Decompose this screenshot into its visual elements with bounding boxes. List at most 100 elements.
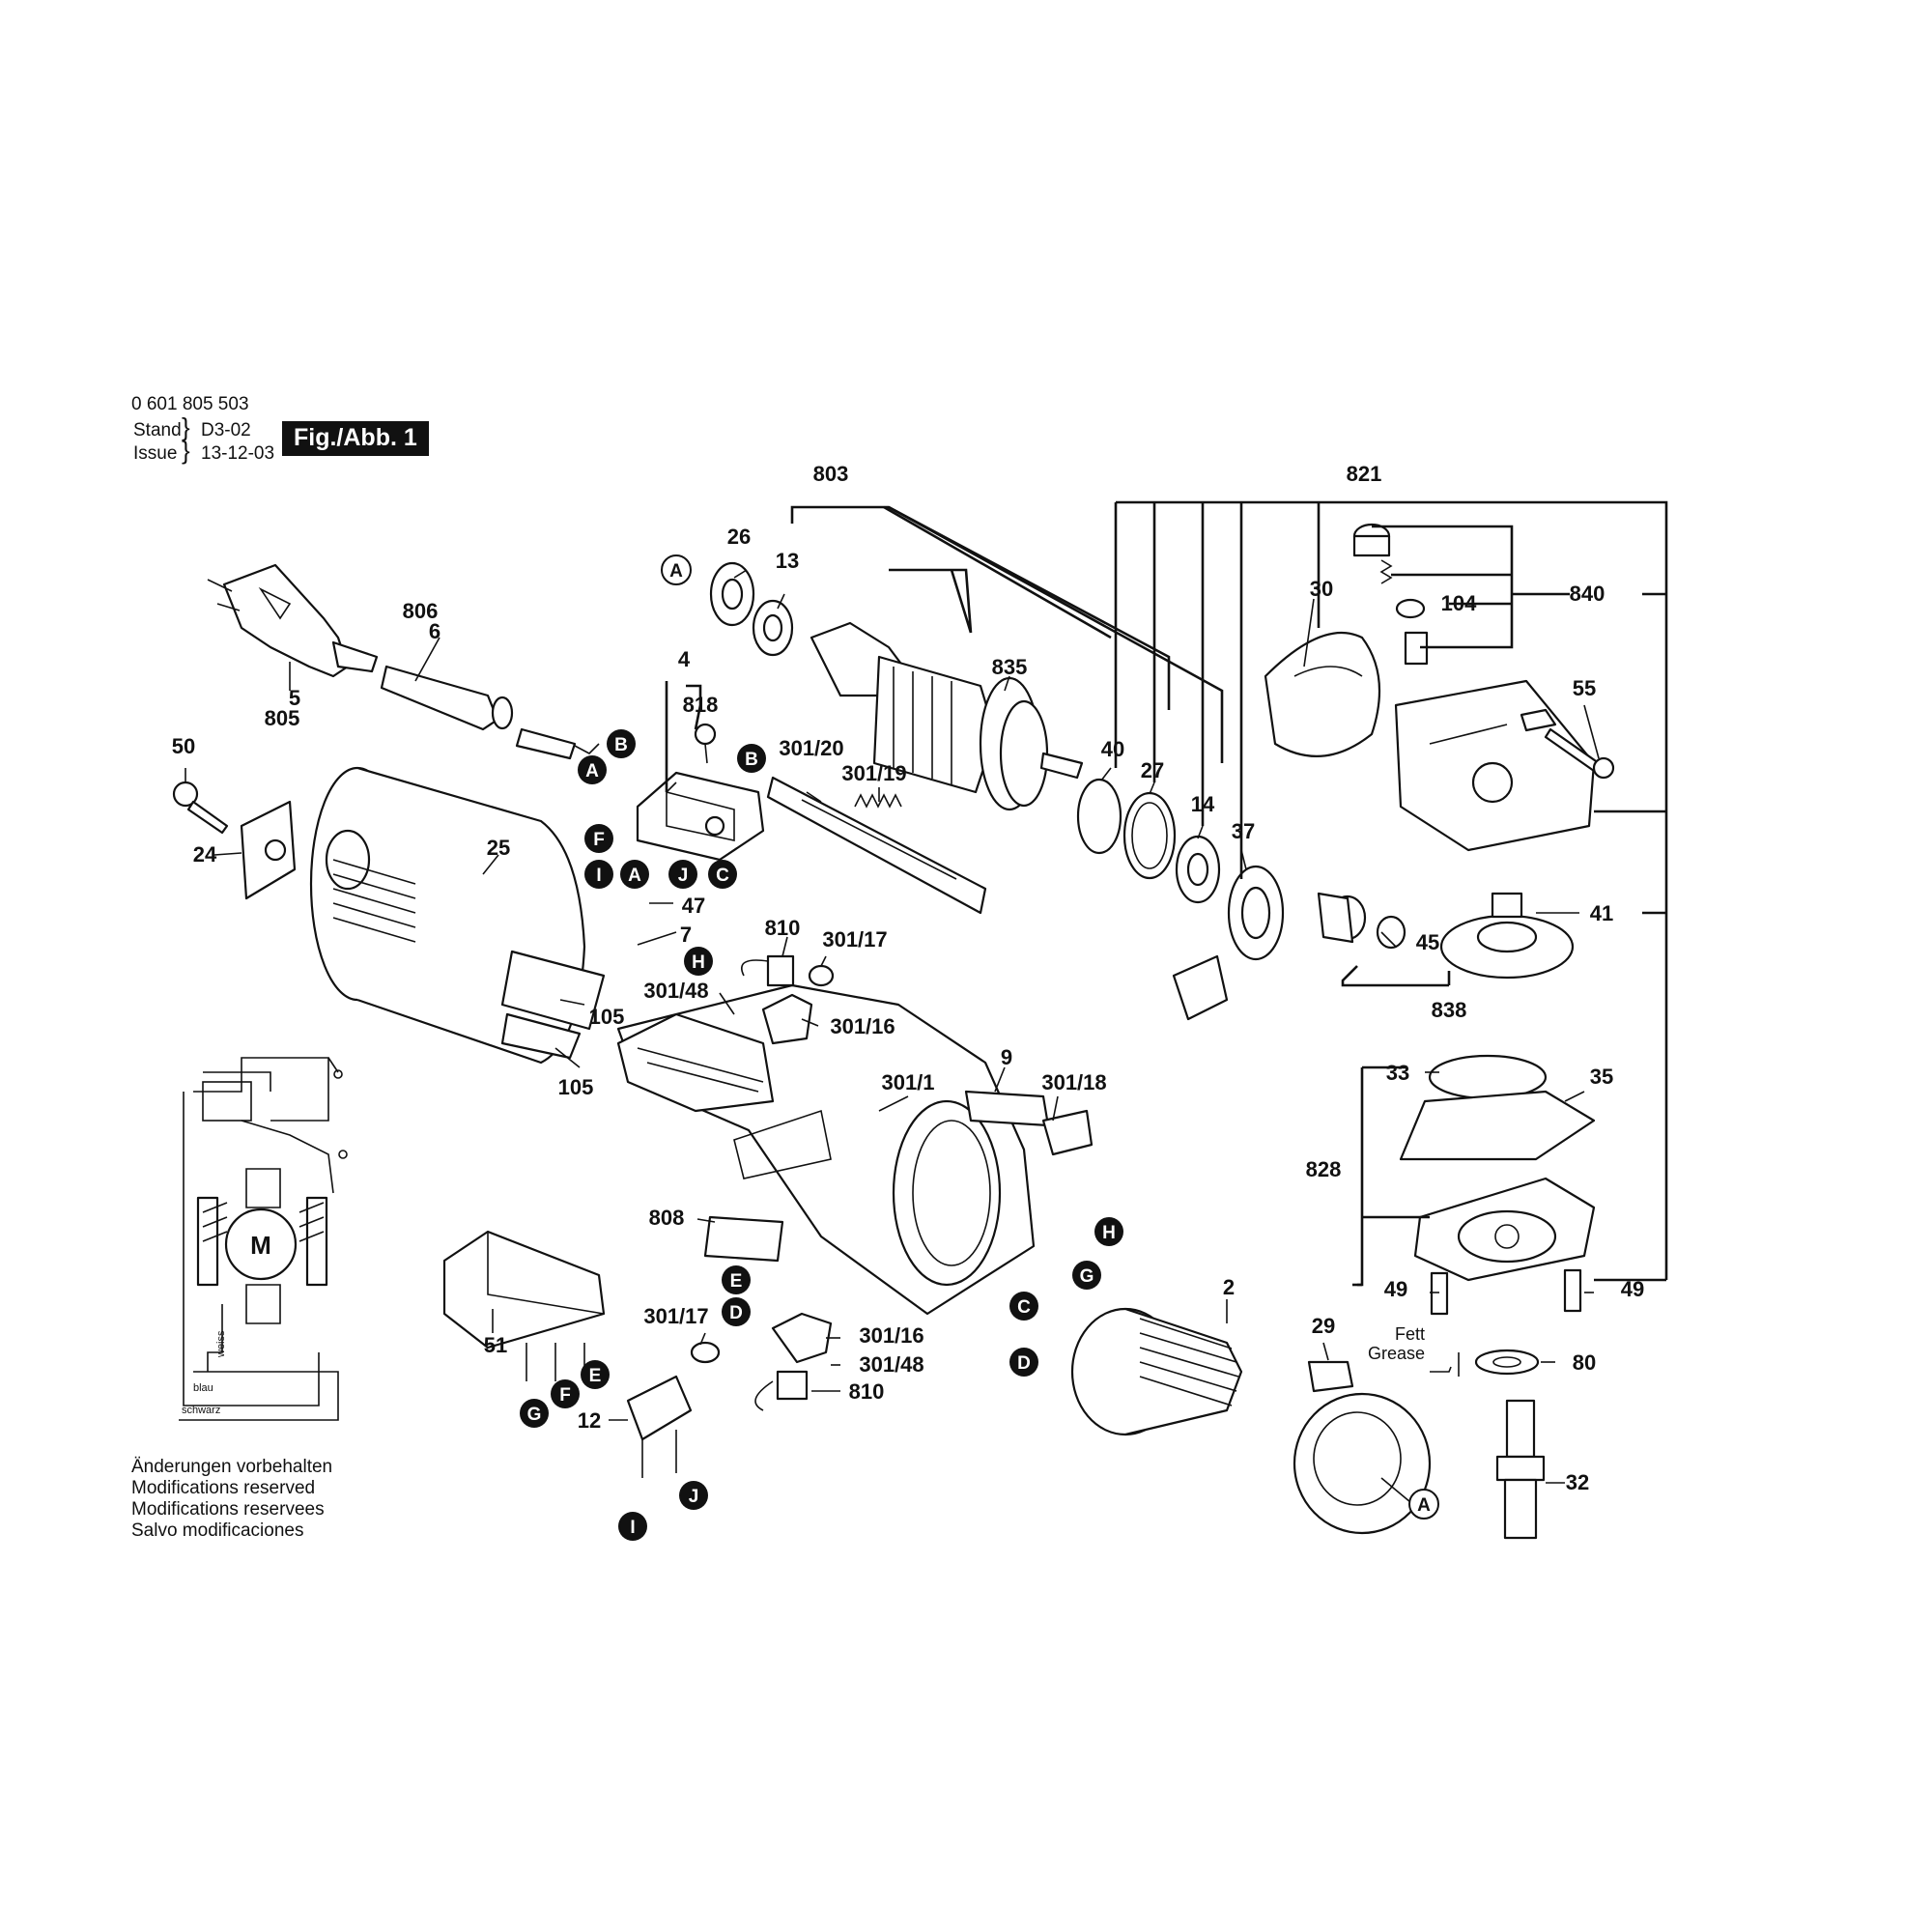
bearing-flange-828	[1413, 1177, 1596, 1282]
bevel-gear-838	[1439, 892, 1575, 980]
part-label-301-17-lower: 301/17	[643, 1304, 708, 1328]
part-label-13: 13	[776, 549, 799, 573]
issue-label: Issue	[133, 443, 178, 464]
svg-text:C: C	[1017, 1297, 1031, 1318]
connector-badge-i-12: I	[618, 1512, 647, 1541]
bearing-37	[1227, 865, 1285, 961]
svg-text:A: A	[585, 761, 599, 781]
brace-glyph: }	[182, 436, 190, 465]
part-label-6: 6	[429, 619, 440, 643]
svg-text:A: A	[1417, 1495, 1431, 1516]
wire-label-weiss: weiss	[215, 1330, 227, 1358]
part-label-301-19: 301/19	[841, 761, 906, 785]
svg-text:E: E	[589, 1366, 602, 1386]
issue-value: 13-12-03	[201, 443, 275, 464]
part-label-30: 30	[1310, 577, 1333, 601]
spring-301-17-upper	[808, 964, 835, 987]
svg-text:G: G	[527, 1405, 542, 1425]
wire-label-schwarz: schwarz	[182, 1405, 220, 1416]
svg-text:H: H	[692, 952, 705, 973]
protective-guard-29	[1293, 1360, 1432, 1535]
part-label-301-17-upper: 301/17	[822, 927, 887, 952]
wire-label-blau: blau	[193, 1382, 213, 1394]
connector-badge-g-field: G	[1072, 1261, 1101, 1290]
part-label-301-18: 301/18	[1041, 1070, 1106, 1094]
part-label-838: 838	[1432, 998, 1467, 1022]
part-label-4: 4	[678, 647, 691, 671]
notice-line-es: Salvo modificaciones	[131, 1520, 304, 1541]
part-label-803: 803	[813, 462, 849, 486]
connector-badge-b-switch: B	[737, 744, 766, 773]
connector-badges: A B A B F I A J C H H G C D E D G F E I …	[520, 554, 1439, 1541]
notice-line-fr: Modifications reservees	[131, 1499, 325, 1520]
grease-label-de: Fett	[1395, 1324, 1425, 1344]
suppression-box-51	[442, 1230, 606, 1381]
screw-50	[172, 781, 229, 835]
part-label-105-lower: 105	[558, 1075, 594, 1099]
notice-line-de: Änderungen vorbehalten	[131, 1457, 333, 1477]
svg-text:A: A	[628, 866, 641, 886]
part-label-2: 2	[1223, 1275, 1235, 1299]
part-label-32: 32	[1566, 1470, 1589, 1494]
part-label-840: 840	[1570, 582, 1605, 606]
svg-text:G: G	[1080, 1266, 1094, 1287]
wiring-diagram: M weiss blau schwarz	[179, 1057, 348, 1421]
bearing-14	[1175, 835, 1221, 904]
field-coil-2	[1070, 1307, 1243, 1436]
pinion-45	[1317, 892, 1406, 950]
svg-text:B: B	[614, 735, 628, 755]
part-label-50: 50	[172, 734, 195, 758]
switch-slider-301-18	[1041, 1109, 1094, 1156]
part-label-55: 55	[1573, 676, 1596, 700]
svg-text:I: I	[630, 1518, 635, 1538]
figure-badge: Fig./Abb. 1	[282, 421, 429, 456]
part-label-810-upper: 810	[765, 916, 801, 940]
connector-badge-c-field: C	[1009, 1292, 1038, 1321]
revision-block: Stand}D3-02 Issue}13-12-03	[133, 414, 275, 465]
part-label-301-16-lower: 301/16	[859, 1323, 923, 1348]
brush-holder-lower-301-16	[771, 1312, 833, 1364]
part-label-47: 47	[682, 894, 705, 918]
svg-text:D: D	[729, 1303, 743, 1323]
label-plate-808	[703, 1215, 784, 1263]
connector-badge-f-switch: F	[584, 824, 613, 853]
svg-text:F: F	[559, 1385, 571, 1406]
leader-lines	[185, 569, 1600, 1503]
svg-text:J: J	[678, 866, 689, 886]
part-label-810-lower: 810	[849, 1379, 885, 1404]
part-label-51: 51	[484, 1333, 507, 1357]
part-label-80: 80	[1573, 1350, 1596, 1375]
capacitor-12	[626, 1375, 693, 1478]
switch-4	[636, 723, 765, 862]
connector-badge-j-12: J	[679, 1481, 708, 1510]
part-label-12: 12	[578, 1408, 601, 1433]
part-label-41: 41	[1590, 901, 1613, 925]
connector-badge-f-51: F	[551, 1379, 580, 1408]
part-label-40: 40	[1101, 737, 1124, 761]
connector-badge-b-cord: B	[607, 729, 636, 758]
connector-badge-g-51: G	[520, 1399, 549, 1428]
part-label-45: 45	[1416, 930, 1439, 954]
connector-badge-j-switch: J	[668, 860, 697, 889]
part-label-805: 805	[265, 706, 300, 730]
screw-55	[1544, 727, 1615, 780]
part-number: 0 601 805 503	[131, 394, 249, 414]
gear-head-41	[1394, 679, 1596, 852]
part-label-7: 7	[680, 923, 692, 947]
connector-badge-a-top: A	[661, 554, 692, 585]
part-label-818: 818	[683, 693, 719, 717]
motor-symbol-label: M	[250, 1231, 271, 1260]
svg-text:F: F	[593, 830, 605, 850]
spindle-32	[1495, 1399, 1546, 1540]
connector-badge-h-upper: H	[684, 947, 713, 976]
part-label-821: 821	[1347, 462, 1382, 486]
carbon-brush-810-upper	[741, 954, 795, 987]
part-label-33: 33	[1386, 1061, 1409, 1085]
retaining-ring-40	[1076, 778, 1122, 855]
part-label-24: 24	[193, 842, 217, 867]
part-label-49-left: 49	[1384, 1277, 1407, 1301]
connector-badge-e-51: E	[581, 1360, 610, 1389]
svg-text:J: J	[689, 1487, 699, 1507]
